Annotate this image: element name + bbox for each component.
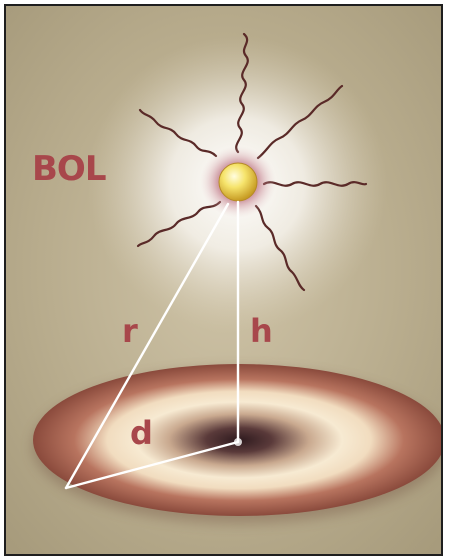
diagram-canvas: BOL r h d bbox=[6, 6, 441, 554]
source-label: BOL bbox=[32, 149, 106, 189]
height-h-label: h bbox=[250, 312, 273, 350]
distance-r-label: r bbox=[122, 312, 138, 350]
diagram-frame: BOL r h d bbox=[4, 4, 443, 556]
distance-d-label: d bbox=[130, 414, 153, 452]
light-bulb-icon bbox=[219, 163, 257, 201]
foot-point bbox=[234, 438, 242, 446]
